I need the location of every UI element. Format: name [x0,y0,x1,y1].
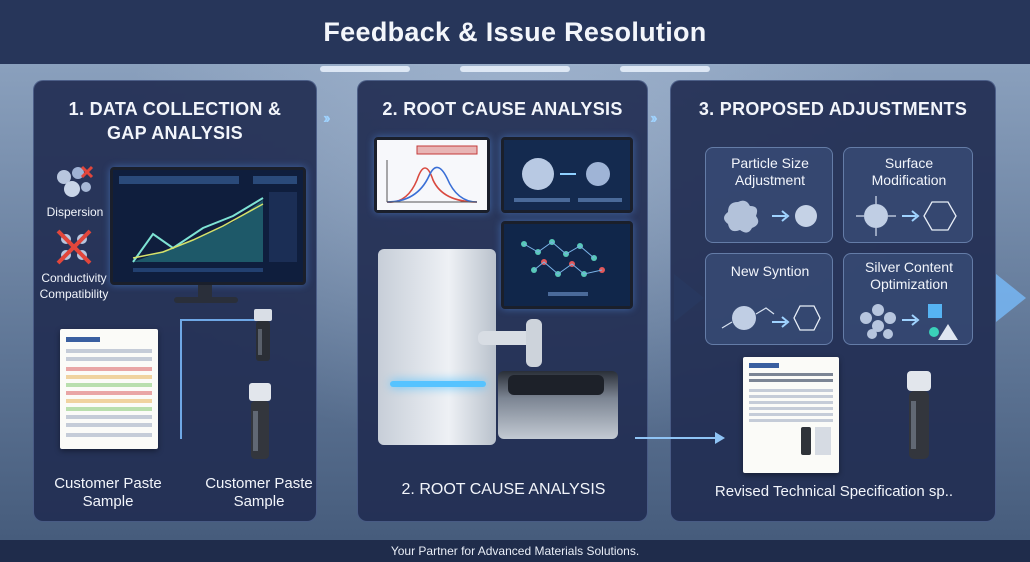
instrument-arm [478,331,532,345]
vial-icon [907,371,931,459]
molecule-screen [504,224,630,306]
instrument-probe [526,319,542,367]
card-particle-size: Particle Size Adjustment [705,147,833,243]
particle-cluster-icon [57,165,94,197]
chevron-right-icon: ›› [650,110,657,127]
connector-line [180,319,260,321]
ceiling-light [320,66,410,72]
sample-left-label-line1: Customer Paste [54,475,162,492]
sample-right-label-line2: Sample [233,493,285,510]
panel3-title: 3. PROPOSED ADJUSTMENTS [698,99,968,119]
card4-line1: Silver Content [865,259,953,275]
card4-line2: Optimization [870,276,948,292]
arrow-icon [715,432,725,444]
particle-monitor [501,137,633,213]
arrow-icon [996,274,1026,322]
card1-line1: Particle Size [731,155,809,171]
card2-line1: Surface [884,155,934,171]
analysis-monitor [110,167,306,285]
panel-root-cause: 2. ROOT CAUSE ANALYSIS [357,80,648,522]
molecule-icon [856,196,957,236]
distribution-monitor [374,137,490,213]
instrument-light-strip [390,381,486,387]
footer-tagline: Your Partner for Advanced Materials Solu… [390,544,640,558]
card1-line2: Adjustment [734,172,806,188]
particle-screen [504,140,630,210]
revised-spec-document [743,357,839,473]
cross-icon [56,229,92,265]
sample-right-label-line1: Customer Paste [205,475,313,492]
panel1-title-line2: GAP ANALYSIS [107,123,243,143]
panel2-title: 2. ROOT CAUSE ANALYSIS [382,99,623,119]
header-bar: Feedback & Issue Resolution [0,0,1030,64]
card-new-syntion: New Syntion [705,253,833,345]
panel-data-collection: 1. DATA COLLECTION & GAP ANALYSIS Disper… [33,80,317,522]
card-surface-modification: Surface Modification [843,147,973,243]
sample-left-label-line2: Sample [82,493,134,510]
conductivity-label-line2: Compatibility [39,287,109,301]
connector-line [635,437,719,439]
particle-cluster-icon [860,304,958,340]
synthesis-icon [721,305,821,331]
sample-tray [508,375,604,395]
page-title: Feedback & Issue Resolution [323,16,707,47]
line-graph-screen [113,170,303,282]
vial-icon [249,383,271,459]
vial-icon [254,309,272,361]
connector-line [180,319,182,439]
dispersion-label: Dispersion [46,205,104,219]
data-sheet-document [60,329,158,449]
panel2-bottom-label: 2. ROOT CAUSE ANALYSIS [401,481,606,498]
card-silver-content: Silver Content Optimization [843,253,973,345]
ceiling-light [620,66,710,72]
ceiling-light [460,66,570,72]
particle-size-icon [724,200,817,233]
panel-proposed-adjustments: 3. PROPOSED ADJUSTMENTS Particle Size Ad… [635,80,996,522]
vial-icon [801,427,811,455]
card3-line1: New Syntion [730,263,810,279]
card2-line2: Modification [871,172,947,188]
conductivity-label-line1: Conductivity [41,271,107,285]
panel1-title-line1: 1. DATA COLLECTION & [68,99,282,119]
distribution-graph [377,140,487,210]
footer-bar: Your Partner for Advanced Materials Solu… [0,540,1030,562]
molecule-monitor [501,221,633,309]
monitor-stand [198,285,212,299]
analyzer-instrument [378,249,496,445]
revised-spec-label: Revised Technical Specification sp.. [714,483,954,500]
monitor-base [174,297,238,303]
chevron-right-icon: ›› [323,110,330,127]
